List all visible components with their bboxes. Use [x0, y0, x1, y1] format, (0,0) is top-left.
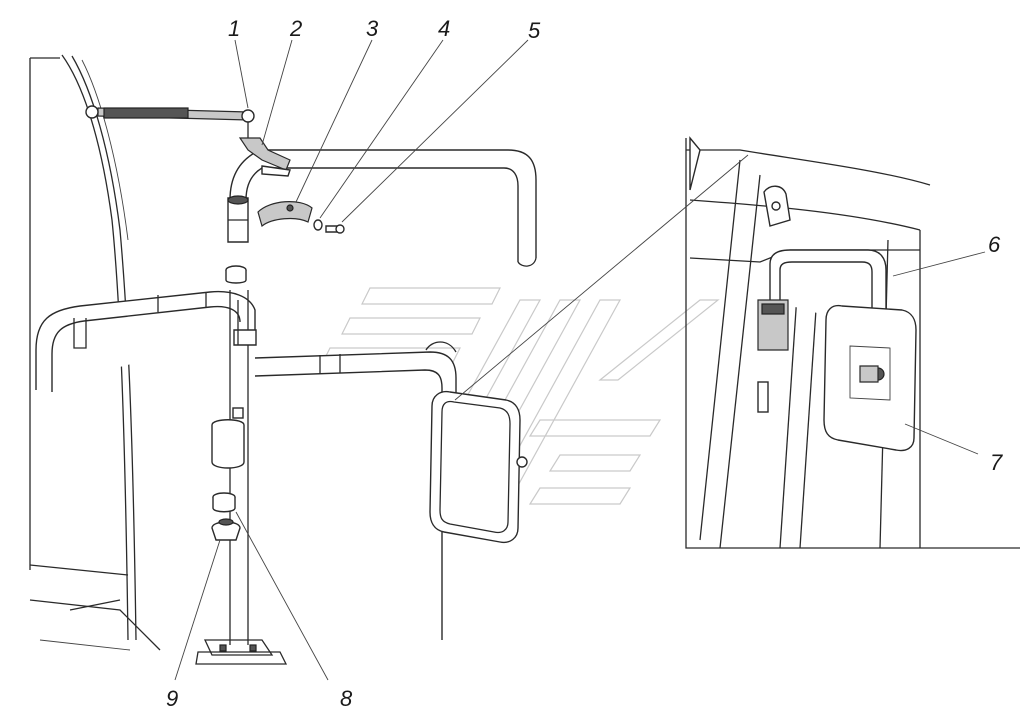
callout-1: 1	[228, 16, 240, 41]
callout-8: 8	[340, 686, 353, 711]
flange-part-9	[211, 518, 241, 541]
detail-leader-line	[454, 154, 749, 401]
sleeve-part-8	[211, 419, 245, 513]
mast-clamp	[225, 195, 249, 284]
upper-mirror-arm	[229, 137, 537, 267]
callout-2: 2	[289, 16, 302, 41]
callout-4: 4	[438, 16, 450, 41]
callout-5: 5	[528, 18, 541, 43]
handrail	[35, 290, 256, 392]
callout-3: 3	[366, 16, 379, 41]
callout-6: 6	[988, 232, 1001, 257]
mirror-mast	[195, 290, 288, 665]
callout-leaders	[174, 39, 986, 681]
washer-part-4	[313, 219, 323, 231]
callout-9: 9	[166, 686, 178, 711]
bolt-part-5	[325, 224, 345, 234]
clamp-part-3	[257, 201, 313, 228]
inset-detail-view	[685, 136, 1020, 549]
callout-7: 7	[990, 450, 1003, 475]
mirror-arm-lower	[254, 341, 457, 640]
rear-view-mirror-left	[429, 390, 528, 544]
adjustment-rod-part-1	[85, 105, 255, 138]
inset-mirror-part-7	[823, 304, 917, 452]
